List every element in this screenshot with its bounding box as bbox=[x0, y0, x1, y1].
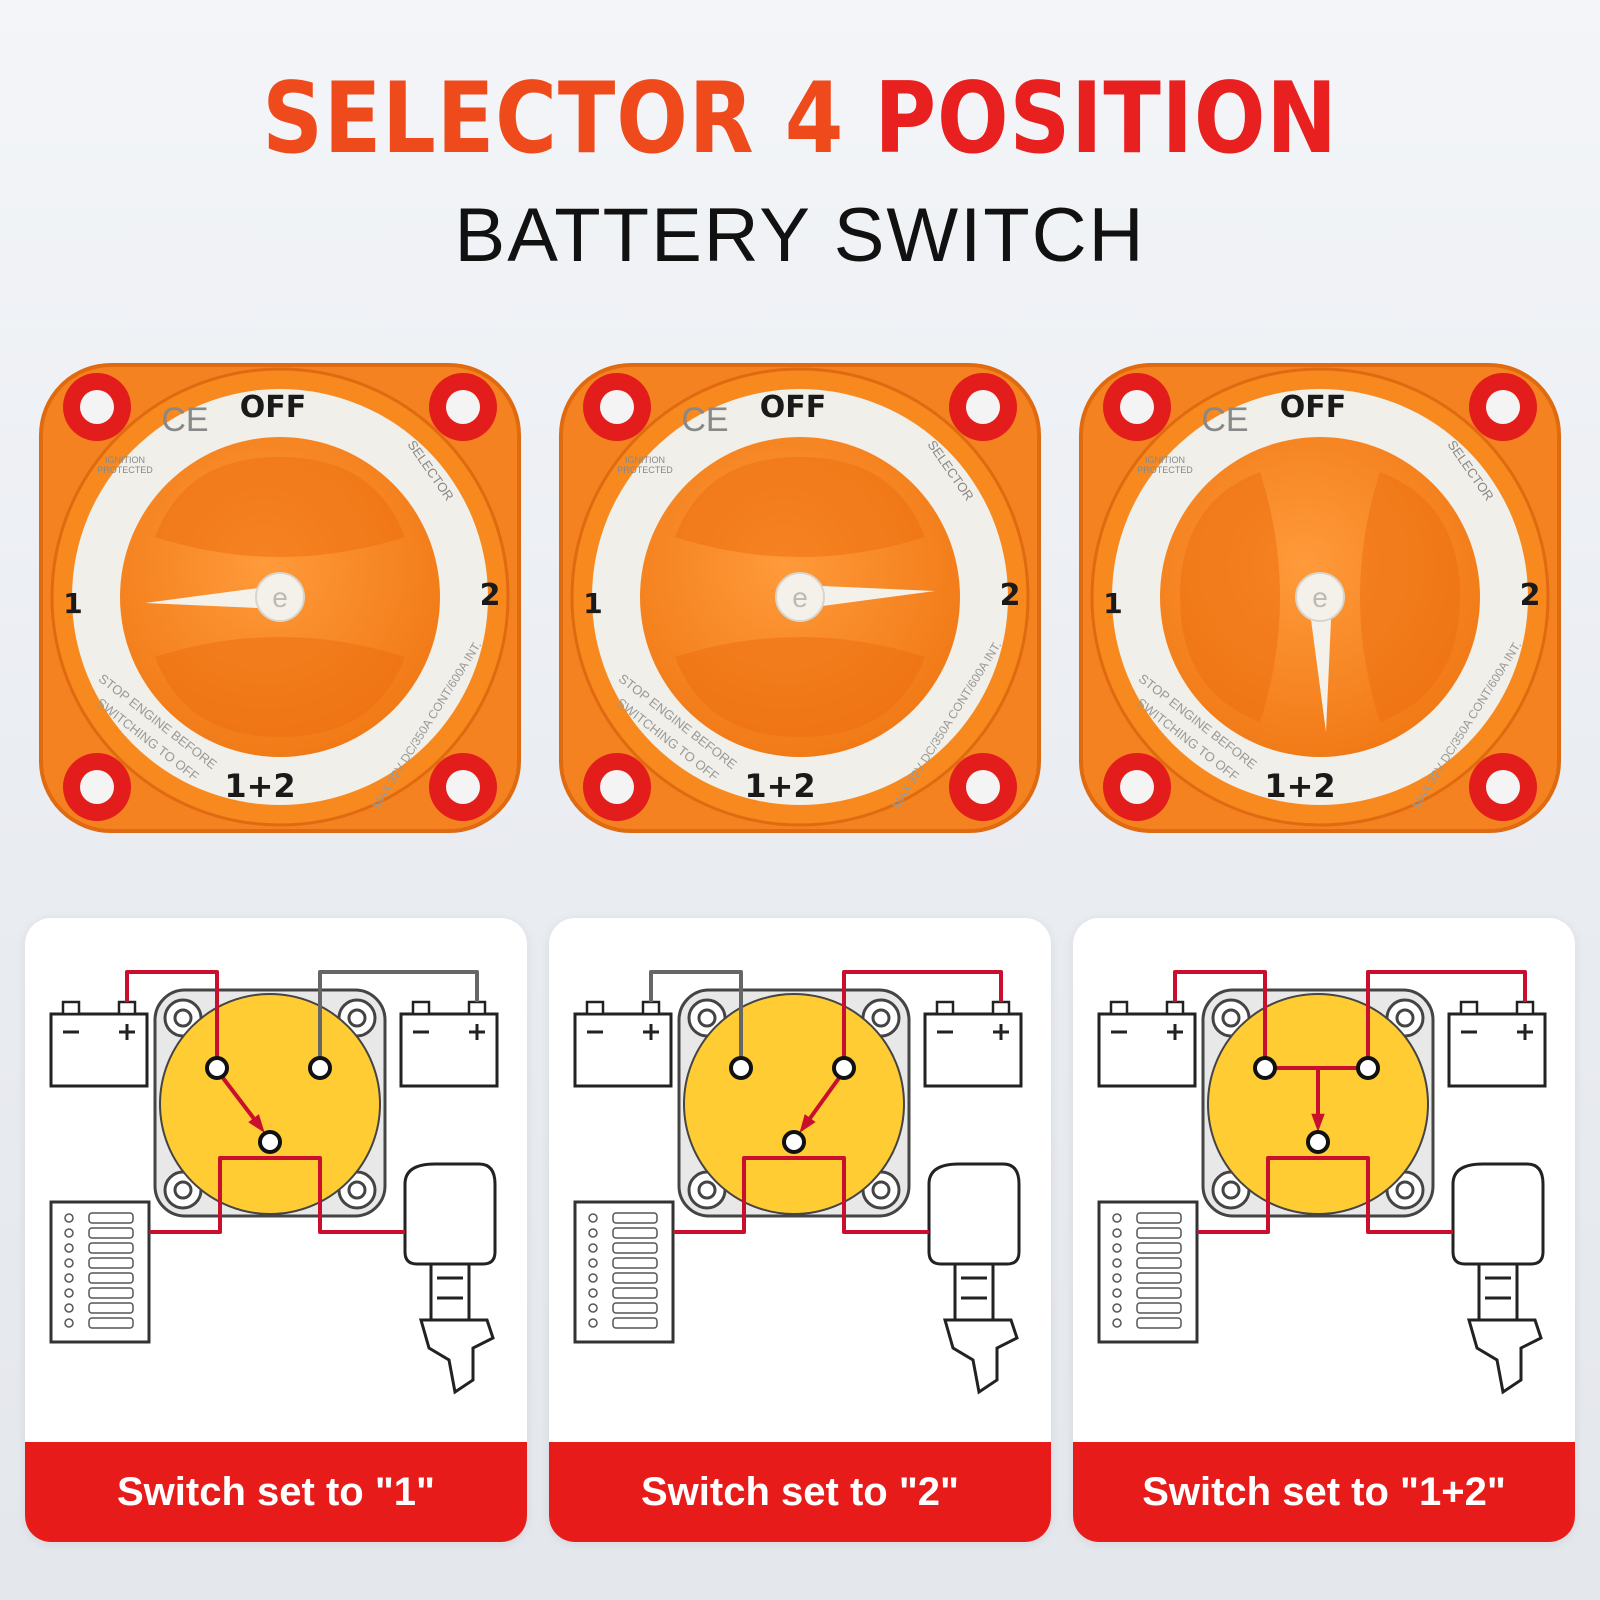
label-off: OFF bbox=[1280, 390, 1347, 425]
arrow-icon bbox=[248, 1114, 265, 1133]
knob-pointer bbox=[145, 572, 305, 622]
label-position-both: 1+2 bbox=[744, 767, 815, 805]
switch-photo-2: e OFF CE IGNITION PROTECTED SELECTOR 1 2… bbox=[555, 355, 1045, 835]
title-position: POSITION bbox=[874, 62, 1338, 176]
caption-switch-both: Switch set to "1+2" bbox=[1073, 1442, 1575, 1542]
battery-2-icon bbox=[923, 1000, 1023, 1088]
knob-grip bbox=[675, 637, 925, 737]
switch-disc-diagram bbox=[159, 993, 381, 1215]
caption-switch-2: Switch set to "2" bbox=[549, 1442, 1051, 1542]
knob-logo: e bbox=[792, 582, 808, 613]
ce-mark: CE bbox=[1201, 401, 1248, 439]
svg-text:PROTECTED: PROTECTED bbox=[617, 465, 673, 475]
wire bbox=[649, 970, 743, 1068]
wiring-card-2: Switch set to "2" bbox=[549, 918, 1051, 1542]
ignition-protected-text: IGNITION bbox=[105, 455, 145, 465]
ignition-protected-text: IGNITION bbox=[1145, 455, 1185, 465]
knob-logo: e bbox=[1312, 582, 1328, 613]
switch-photo-3: e OFF CE IGNITION PROTECTED SELECTOR 1 2… bbox=[1075, 355, 1565, 835]
battery-2-icon bbox=[1447, 1000, 1547, 1088]
terminal-post bbox=[308, 1056, 332, 1080]
label-position-both: 1+2 bbox=[224, 767, 295, 805]
control-panel-icon bbox=[1097, 1200, 1199, 1344]
label-position-both: 1+2 bbox=[1264, 767, 1335, 805]
arrow-icon bbox=[1311, 1113, 1325, 1132]
outboard-motor-icon bbox=[927, 1162, 1021, 1395]
wire bbox=[673, 1156, 794, 1234]
ce-mark: CE bbox=[161, 401, 208, 439]
title-selector-4: SELECTOR 4 bbox=[262, 62, 845, 176]
caption-switch-1: Switch set to "1" bbox=[25, 1442, 527, 1542]
svg-text:PROTECTED: PROTECTED bbox=[97, 465, 153, 475]
label-position-2: 2 bbox=[1520, 578, 1541, 613]
battery-2-icon bbox=[399, 1000, 499, 1088]
label-position-2: 2 bbox=[1000, 578, 1021, 613]
label-off: OFF bbox=[240, 390, 307, 425]
knob-grip bbox=[1360, 472, 1460, 722]
knob-grip bbox=[155, 637, 405, 737]
svg-text:PROTECTED: PROTECTED bbox=[1137, 465, 1193, 475]
battery-1-icon bbox=[573, 1000, 673, 1088]
label-off: OFF bbox=[760, 390, 827, 425]
wire bbox=[270, 1156, 405, 1234]
terminal-post bbox=[832, 1056, 856, 1080]
wire bbox=[1173, 970, 1267, 1068]
wire bbox=[1318, 1156, 1453, 1234]
knob-pointer bbox=[775, 572, 935, 622]
wire bbox=[1197, 1156, 1318, 1234]
terminal-post bbox=[258, 1130, 282, 1154]
ignition-protected-text: IGNITION bbox=[625, 455, 665, 465]
wire bbox=[1366, 970, 1527, 1068]
ce-mark: CE bbox=[681, 401, 728, 439]
outboard-motor-icon bbox=[403, 1162, 497, 1395]
wire bbox=[794, 1156, 929, 1234]
terminal-post bbox=[729, 1056, 753, 1080]
knob-grip bbox=[675, 457, 925, 557]
arrow-icon bbox=[799, 1114, 816, 1133]
mounting-hole-icon bbox=[63, 373, 497, 821]
label-position-1: 1 bbox=[63, 587, 82, 620]
control-panel-icon bbox=[573, 1200, 675, 1344]
mounting-hole-icon bbox=[583, 373, 1017, 821]
switch-disc-diagram bbox=[683, 993, 905, 1215]
knob-pointer bbox=[1295, 572, 1345, 732]
page-title: SELECTOR 4 POSITION bbox=[112, 70, 1488, 168]
battery-1-icon bbox=[49, 1000, 149, 1088]
terminal-post bbox=[1253, 1056, 1277, 1080]
wiring-card-3: Switch set to "1+2" bbox=[1073, 918, 1575, 1542]
page-subtitle: BATTERY SWITCH bbox=[454, 193, 1146, 278]
label-position-2: 2 bbox=[480, 578, 501, 613]
knob-grip bbox=[155, 457, 405, 557]
control-panel-icon bbox=[49, 1200, 151, 1344]
wire bbox=[125, 970, 219, 1068]
label-position-1: 1 bbox=[583, 587, 602, 620]
terminal-post bbox=[782, 1130, 806, 1154]
terminal-post bbox=[1306, 1130, 1330, 1154]
wire bbox=[149, 1156, 270, 1234]
terminal-post bbox=[1356, 1056, 1380, 1080]
switch-photo-1: e OFF CE IGNITION PROTECTED SELECTOR 1 2… bbox=[35, 355, 525, 835]
wire bbox=[842, 970, 1003, 1068]
knob-grip bbox=[1180, 472, 1280, 722]
wire bbox=[318, 970, 479, 1068]
terminal-post bbox=[205, 1056, 229, 1080]
wiring-card-1: Switch set to "1" bbox=[25, 918, 527, 1542]
battery-1-icon bbox=[1097, 1000, 1197, 1088]
knob-logo: e bbox=[272, 582, 288, 613]
mounting-hole-icon bbox=[1103, 373, 1537, 821]
outboard-motor-icon bbox=[1451, 1162, 1545, 1395]
label-position-1: 1 bbox=[1103, 587, 1122, 620]
